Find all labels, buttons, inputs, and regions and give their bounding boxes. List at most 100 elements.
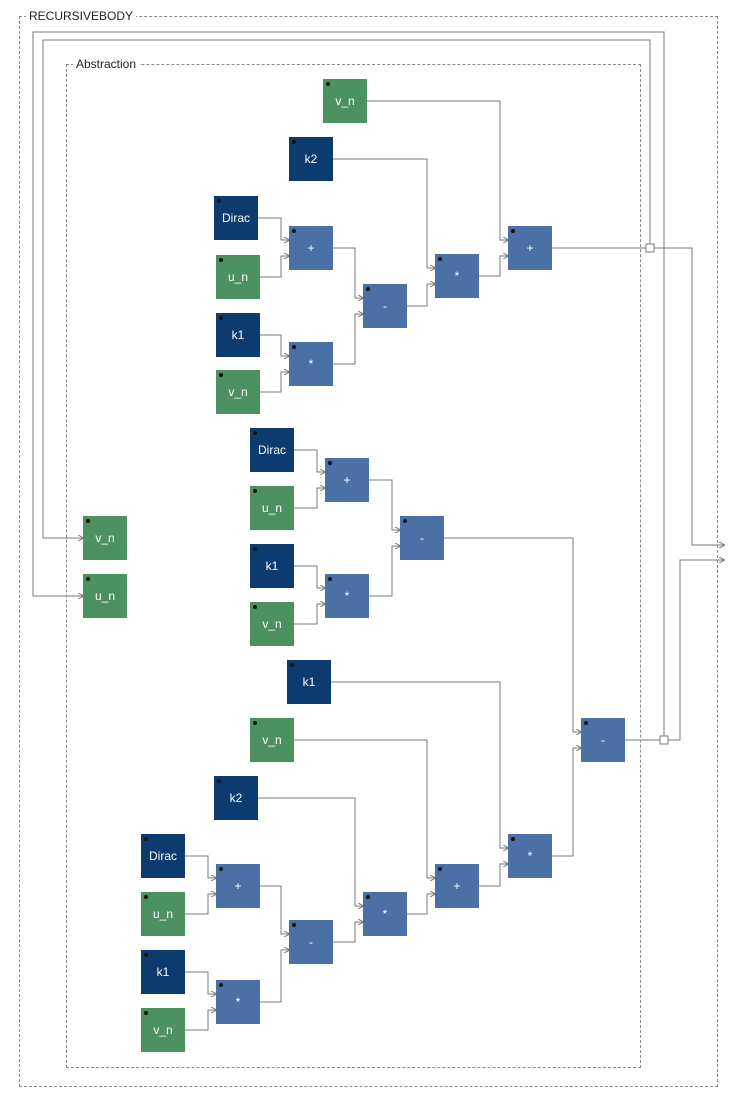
variable-node-b-un[interactable]: u_n bbox=[250, 486, 294, 530]
operator-node-c-minus[interactable]: - bbox=[289, 920, 333, 964]
wire-a_vn2-to-a_mul1 bbox=[260, 372, 289, 393]
operator-node-a-plus2[interactable]: + bbox=[508, 226, 552, 270]
node-label: - bbox=[601, 733, 605, 747]
node-label: + bbox=[453, 879, 461, 893]
operator-node-b-mul[interactable]: * bbox=[325, 574, 369, 618]
node-label: + bbox=[526, 241, 534, 255]
node-label: v_n bbox=[262, 733, 282, 747]
variable-node-a-vn[interactable]: v_n bbox=[323, 79, 367, 123]
constant-node-c-dir[interactable]: Dirac bbox=[141, 834, 185, 878]
port-dot-icon bbox=[144, 1011, 148, 1015]
port-dot-icon bbox=[438, 867, 442, 871]
wire-c_minus-to-c_mul2 bbox=[333, 922, 363, 943]
variable-node-b-vn[interactable]: v_n bbox=[250, 602, 294, 646]
operator-node-c-mul1[interactable]: * bbox=[216, 980, 260, 1024]
operator-node-a-plus1[interactable]: + bbox=[289, 226, 333, 270]
wire-a_dir-to-a_plus1 bbox=[258, 217, 289, 240]
operator-node-c-plus1[interactable]: + bbox=[216, 864, 260, 908]
wire-a_vn-to-a_plus2 bbox=[367, 100, 508, 240]
port-dot-icon bbox=[219, 867, 223, 871]
port-dot-icon bbox=[328, 577, 332, 581]
node-label: u_n bbox=[152, 907, 174, 921]
wire-b_plus-to-b_minus bbox=[369, 479, 400, 530]
port-dot-icon bbox=[253, 721, 257, 725]
node-label: u_n bbox=[227, 270, 249, 284]
node-label: - bbox=[420, 531, 424, 545]
node-label: - bbox=[383, 299, 387, 313]
port-dot-icon bbox=[292, 229, 296, 233]
node-label: v_n bbox=[228, 385, 248, 399]
node-label: k2 bbox=[229, 791, 243, 805]
recursivebody-label: RECURSIVEBODY bbox=[26, 9, 137, 23]
wire-c_plus1-to-c_minus bbox=[260, 885, 289, 934]
wire-c_plus2-to-c_mul3 bbox=[479, 864, 508, 887]
wire-a_mul1-to-a_minus bbox=[333, 314, 363, 365]
node-label: * bbox=[527, 849, 533, 863]
node-label: k1 bbox=[265, 559, 279, 573]
port-dot-icon bbox=[253, 547, 257, 551]
node-label: + bbox=[234, 879, 242, 893]
wire-c_dir-to-c_plus1 bbox=[185, 855, 216, 878]
wire-b_vn-to-b_mul bbox=[294, 604, 325, 625]
node-label: + bbox=[307, 241, 315, 255]
port-dot-icon bbox=[511, 837, 515, 841]
variable-node-in-u[interactable]: u_n bbox=[83, 574, 127, 618]
port-dot-icon bbox=[144, 837, 148, 841]
operator-node-a-mul1[interactable]: * bbox=[289, 342, 333, 386]
constant-node-c-k2[interactable]: k2 bbox=[214, 776, 258, 820]
abstraction-label: Abstraction bbox=[73, 57, 140, 71]
port-dot-icon bbox=[253, 489, 257, 493]
wire-a_k1-to-a_mul1 bbox=[260, 334, 289, 356]
wire-feedback-u bbox=[32, 31, 665, 740]
port-dot-icon bbox=[253, 431, 257, 435]
variable-node-c-vn2[interactable]: v_n bbox=[141, 1008, 185, 1052]
node-label: k1 bbox=[156, 965, 170, 979]
operator-node-c-plus2[interactable]: + bbox=[435, 864, 479, 908]
node-label: k1 bbox=[302, 675, 316, 689]
operator-node-c-final[interactable]: - bbox=[581, 718, 625, 762]
operator-node-c-mul2[interactable]: * bbox=[363, 892, 407, 936]
constant-node-a-k1[interactable]: k1 bbox=[216, 313, 260, 357]
variable-node-c-vn[interactable]: v_n bbox=[250, 718, 294, 762]
operator-node-c-mul3[interactable]: * bbox=[508, 834, 552, 878]
port-dot-icon bbox=[438, 257, 442, 261]
wire-b_mul-to-b_minus bbox=[369, 546, 400, 597]
junction-box-1 bbox=[645, 243, 655, 253]
port-dot-icon bbox=[326, 82, 330, 86]
port-dot-icon bbox=[584, 721, 588, 725]
variable-node-in-v[interactable]: v_n bbox=[83, 516, 127, 560]
operator-node-a-minus[interactable]: - bbox=[363, 284, 407, 328]
constant-node-c-k1[interactable]: k1 bbox=[287, 660, 331, 704]
constant-node-c-k1b[interactable]: k1 bbox=[141, 950, 185, 994]
wire-output-u bbox=[552, 247, 724, 545]
node-label: v_n bbox=[335, 94, 355, 108]
variable-node-a-un[interactable]: u_n bbox=[216, 255, 260, 299]
node-label: * bbox=[308, 357, 314, 371]
constant-node-b-dir[interactable]: Dirac bbox=[250, 428, 294, 472]
node-label: * bbox=[454, 269, 460, 283]
node-label: v_n bbox=[95, 531, 115, 545]
port-dot-icon bbox=[292, 923, 296, 927]
operator-node-a-mul2[interactable]: * bbox=[435, 254, 479, 298]
variable-node-a-vn2[interactable]: v_n bbox=[216, 370, 260, 414]
node-label: * bbox=[382, 907, 388, 921]
wire-a_k2-to-a_mul2 bbox=[333, 158, 435, 268]
port-dot-icon bbox=[292, 345, 296, 349]
node-label: Dirac bbox=[257, 443, 286, 457]
port-dot-icon bbox=[328, 461, 332, 465]
port-dot-icon bbox=[86, 577, 90, 581]
wire-b_un-to-b_plus bbox=[294, 488, 325, 509]
wire-c_un-to-c_plus1 bbox=[185, 894, 216, 915]
variable-node-c-un[interactable]: u_n bbox=[141, 892, 185, 936]
node-label: * bbox=[235, 995, 241, 1009]
node-label: v_n bbox=[262, 617, 282, 631]
wire-feedback-v bbox=[42, 39, 651, 538]
wire-c_mul2-to-c_plus2 bbox=[407, 894, 435, 915]
constant-node-b-k1[interactable]: k1 bbox=[250, 544, 294, 588]
constant-node-a-k2[interactable]: k2 bbox=[289, 137, 333, 181]
wire-a_plus1-to-a_minus bbox=[333, 247, 363, 298]
operator-node-b-minus[interactable]: - bbox=[400, 516, 444, 560]
constant-node-a-dir[interactable]: Dirac bbox=[214, 196, 258, 240]
operator-node-b-plus[interactable]: + bbox=[325, 458, 369, 502]
wire-c_k1b-to-c_mul1 bbox=[185, 971, 216, 994]
